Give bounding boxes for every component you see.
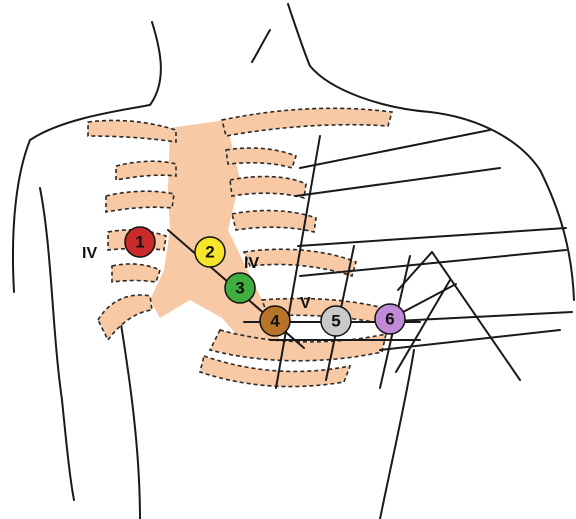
electrode-v1-label: 1 (135, 233, 144, 252)
electrode-v3: 3 (225, 273, 255, 303)
clavicle-right (222, 108, 392, 136)
rib-left-2 (106, 191, 174, 212)
electrode-v6: 6 (375, 304, 405, 334)
rib-right-6 (210, 330, 386, 361)
upper-diagonal-3 (298, 228, 566, 246)
upper-diagonal-2 (296, 168, 500, 196)
intercostal-label-iv-right: IV (244, 255, 259, 272)
electrode-v4: 4 (260, 306, 290, 336)
electrode-v5-label: 5 (331, 312, 340, 331)
right-arm-outline (540, 170, 574, 300)
electrode-v6-label: 6 (385, 310, 394, 329)
left-flank-outline (120, 318, 140, 519)
electrode-v5: 5 (321, 306, 351, 336)
rib-left-5 (98, 295, 152, 340)
electrode-v3-label: 3 (235, 279, 244, 298)
electrode-v4-label: 4 (270, 312, 280, 331)
rib-right-2 (230, 177, 306, 198)
electrode-v1: 1 (125, 227, 155, 257)
upper-diagonal-1 (300, 130, 490, 168)
rib-left-1 (116, 161, 176, 180)
electrode-v2: 2 (195, 237, 225, 267)
intercostal-label-iv-left: IV (82, 245, 97, 262)
intercostal-label-v: V (300, 295, 311, 312)
left-arm-outline (40, 188, 74, 500)
clavicle-left (88, 120, 176, 142)
left-shoulder-outline (13, 140, 30, 292)
right-flank-outline (380, 350, 414, 519)
rib-left-4 (112, 264, 160, 282)
clavicle-line (252, 30, 270, 62)
electrode-v2-label: 2 (205, 243, 214, 262)
